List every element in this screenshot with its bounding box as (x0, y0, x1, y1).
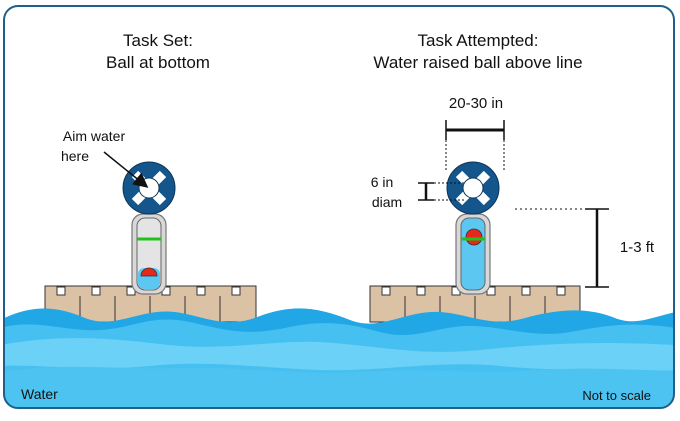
left-callout-arrow (103, 151, 149, 188)
left-title-line1: Task Set: (123, 31, 193, 50)
right-tube (455, 213, 491, 295)
left-callout-line2: here (61, 148, 89, 164)
scale-note: Not to scale (582, 388, 651, 403)
left-title-line2: Ball at bottom (106, 53, 210, 72)
right-title-line2: Water raised ball above line (373, 53, 582, 72)
diameter-label-line1: 6 in (371, 174, 394, 190)
diameter-label-line2: diam (372, 194, 402, 210)
water-label: Water (21, 386, 58, 402)
left-life-ring-icon (122, 161, 176, 215)
left-ball-icon (140, 267, 158, 277)
width-dimension-label: 20-30 in (449, 95, 503, 112)
diagram-frame (3, 5, 675, 409)
water-bottom (4, 366, 674, 408)
right-ball-icon (465, 228, 483, 246)
water (4, 308, 674, 408)
width-dimension-bar (445, 120, 505, 170)
right-life-ring-icon (446, 161, 500, 215)
height-dimension-label: 1-3 ft (620, 239, 655, 256)
left-callout-line1: Aim water (63, 128, 126, 144)
height-dimension-bar (515, 208, 609, 288)
diameter-dimension-bar (418, 182, 464, 201)
right-title-line1: Task Attempted: (418, 31, 539, 50)
water-band-light (4, 338, 674, 375)
left-tube (131, 213, 167, 295)
